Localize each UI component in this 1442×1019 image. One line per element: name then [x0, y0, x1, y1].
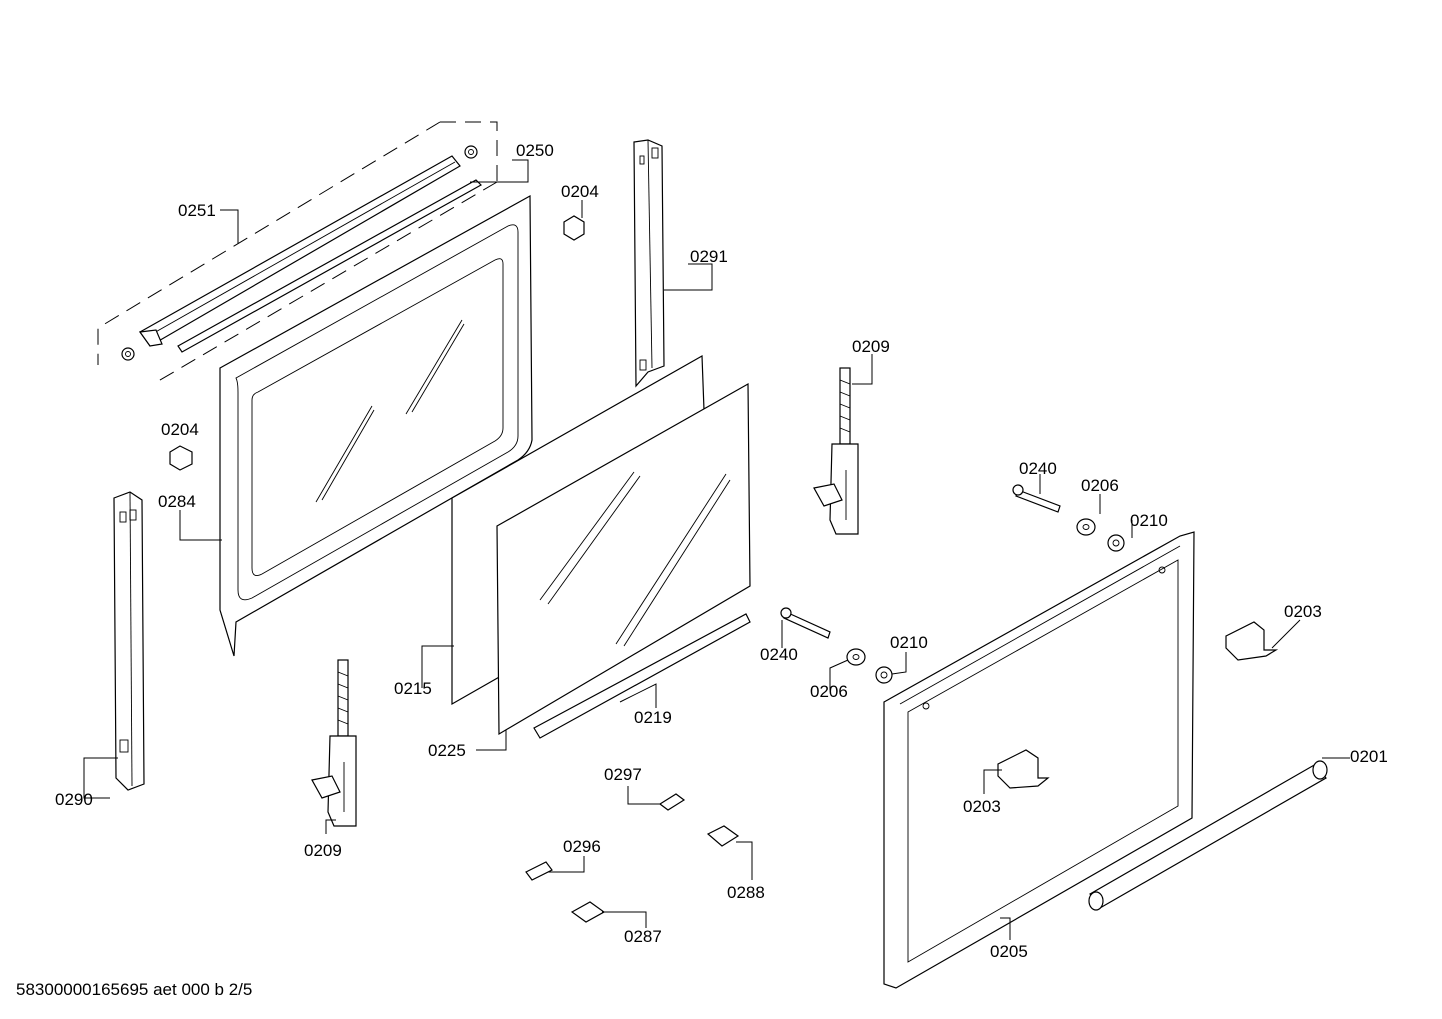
- handle-block-part-right: [1225, 621, 1279, 661]
- label-0296: 0296: [563, 837, 601, 856]
- label-0291: 0291: [690, 247, 728, 266]
- handle-bar-part: [1088, 760, 1328, 911]
- label-0210-center: 0210: [890, 633, 928, 652]
- label-0215: 0215: [394, 679, 432, 698]
- label-0287: 0287: [624, 927, 662, 946]
- clip-part-left: [169, 445, 193, 471]
- label-0297: 0297: [604, 765, 642, 784]
- screw-part-center: [780, 607, 831, 639]
- nut-part-right: [1107, 534, 1125, 552]
- inner-door-frame-part: [219, 194, 533, 657]
- label-0203-right: 0203: [1284, 602, 1322, 621]
- label-0225: 0225: [428, 741, 466, 760]
- label-0209-right: 0209: [852, 337, 890, 356]
- part-labels: 0250 0251 0204 0291 0209 0204 0240 0206 …: [55, 141, 1388, 961]
- seal-strip-part: [533, 613, 751, 739]
- washer-part-right: [1076, 518, 1096, 536]
- label-0288: 0288: [727, 883, 765, 902]
- nut-part-center: [875, 666, 893, 684]
- label-0219: 0219: [634, 708, 672, 727]
- label-0201: 0201: [1350, 747, 1388, 766]
- glass-panel-0225: [496, 382, 751, 736]
- label-0210-right: 0210: [1130, 511, 1168, 530]
- document-reference-code: 58300000165695 aet 000 b 2/5: [16, 980, 253, 999]
- label-0290: 0290: [55, 790, 93, 809]
- left-rail-part: [113, 491, 145, 791]
- label-0204-left: 0204: [161, 420, 199, 439]
- washer-part-center: [846, 648, 866, 666]
- right-rail-part: [633, 139, 665, 388]
- label-0206-right: 0206: [1081, 476, 1119, 495]
- bracket-part-0297: [658, 793, 686, 811]
- label-0204-top: 0204: [561, 182, 599, 201]
- outer-door-part: [883, 531, 1195, 989]
- label-0240-right: 0240: [1019, 459, 1057, 478]
- label-0251: 0251: [178, 201, 216, 220]
- label-0209-left: 0209: [304, 841, 342, 860]
- hinge-part-left: [311, 659, 357, 827]
- bracket-part-0288: [706, 825, 740, 847]
- label-0250: 0250: [516, 141, 554, 160]
- bracket-part-0296: [525, 861, 553, 881]
- clip-part-top: [563, 215, 585, 241]
- bracket-part-0287: [570, 901, 606, 923]
- label-0203-center: 0203: [963, 797, 1001, 816]
- screw-part-right: [1012, 484, 1061, 513]
- kit-outline-dashed: [97, 121, 498, 384]
- label-0205: 0205: [990, 942, 1028, 961]
- leader-lines: [83, 159, 1350, 940]
- label-0240-center: 0240: [760, 645, 798, 664]
- top-rail-part: [121, 145, 482, 361]
- hinge-part-right: [813, 367, 859, 535]
- label-0284: 0284: [158, 492, 196, 511]
- label-0206-center: 0206: [810, 682, 848, 701]
- handle-block-part-center: [997, 749, 1050, 789]
